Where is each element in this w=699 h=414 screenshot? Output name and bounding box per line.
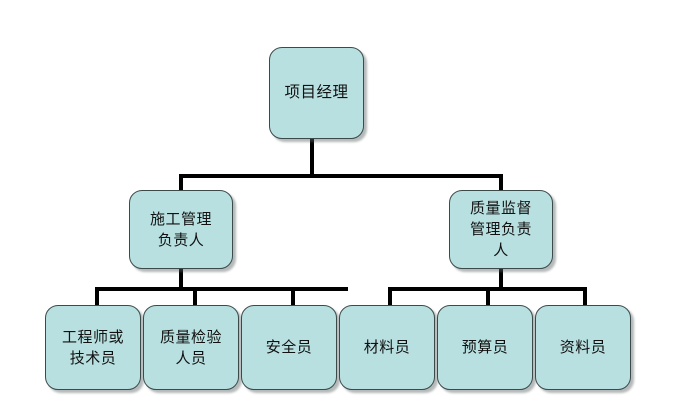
node-engineer-or-technician[interactable]: 工程师或 技术员 — [45, 305, 141, 390]
node-label-construction-management-lead: 施工管理 负责人 — [149, 209, 212, 249]
connector-stem-project-manager — [310, 138, 314, 177]
connector-bus-level2 — [179, 174, 503, 178]
connector-drop-materials-clerk — [388, 287, 392, 307]
connector-stem-construction-lead — [179, 268, 183, 289]
node-construction-management-lead[interactable]: 施工管理 负责人 — [129, 190, 233, 269]
node-budget-officer[interactable]: 预算员 — [437, 305, 533, 390]
node-label-budget-officer: 预算员 — [461, 338, 509, 357]
connector-drop-engineer-or-technician — [95, 287, 99, 307]
node-quality-inspector[interactable]: 质量检验 人员 — [143, 305, 239, 390]
node-label-materials-clerk: 材料员 — [363, 338, 411, 357]
node-documentation-clerk[interactable]: 资料员 — [535, 305, 631, 390]
connector-drop-budget-officer — [486, 287, 490, 307]
connector-drop-safety-officer — [291, 287, 295, 307]
node-safety-officer[interactable]: 安全员 — [241, 305, 337, 390]
node-quality-supervision-lead[interactable]: 质量监督 管理负责 人 — [449, 190, 553, 269]
connector-drop-construction-lead — [179, 174, 183, 192]
node-project-manager[interactable]: 项目经理 — [269, 47, 364, 139]
node-label-safety-officer: 安全员 — [265, 338, 313, 357]
node-label-quality-inspector: 质量检验 人员 — [159, 327, 222, 367]
node-label-quality-supervision-lead: 质量监督 管理负责 人 — [469, 199, 532, 259]
node-label-documentation-clerk: 资料员 — [559, 338, 607, 357]
connector-stem-quality-lead — [499, 268, 503, 289]
node-materials-clerk[interactable]: 材料员 — [339, 305, 435, 390]
connector-drop-quality-lead — [499, 174, 503, 192]
connector-drop-documentation-clerk — [583, 287, 587, 307]
connector-drop-quality-inspector — [193, 287, 197, 307]
connector-bus-construction-children — [95, 287, 348, 291]
node-label-project-manager: 项目经理 — [284, 83, 349, 102]
node-label-engineer-or-technician: 工程师或 技术员 — [61, 327, 124, 367]
